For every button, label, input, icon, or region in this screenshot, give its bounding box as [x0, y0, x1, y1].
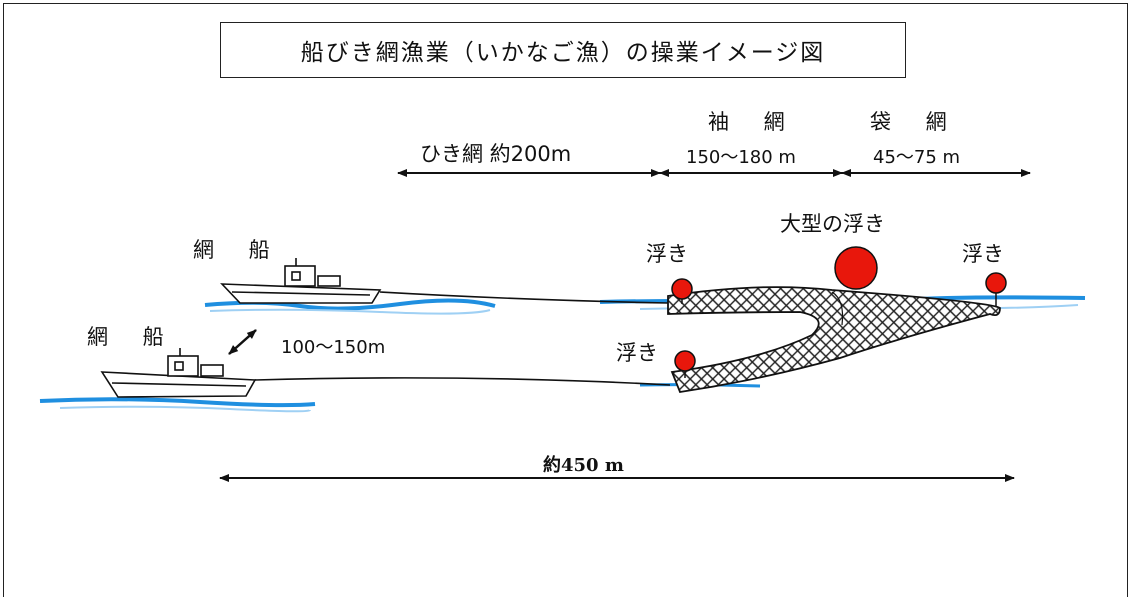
net-icon — [667, 286, 1001, 393]
title-box: 船びき網漁業（いかなご漁）の操業イメージ図 — [220, 22, 906, 78]
tow-ropes — [254, 291, 671, 386]
float-icon-large — [834, 246, 878, 290]
upper-tow-rope — [379, 291, 669, 304]
total-length-label: 約450 m — [543, 455, 624, 476]
cod-end-label: 袋 網 — [870, 110, 961, 134]
wing-net-length: 150〜180 m — [686, 147, 796, 168]
wing-net-label: 袖 網 — [708, 110, 799, 134]
lower-tow-rope — [254, 377, 671, 386]
boat-spacing-label: 100〜150m — [281, 337, 386, 358]
large-float-label: 大型の浮き — [780, 212, 885, 236]
float-icon-lower-left — [674, 350, 696, 372]
net-boat-label-upper: 網 船 — [193, 238, 284, 262]
float-label-lower: 浮き — [616, 341, 658, 365]
tow-rope-label: ひき網 約200m — [420, 142, 572, 166]
dimension-arrows — [219, 169, 1031, 482]
float-label-right: 浮き — [962, 242, 1004, 266]
net-boat-label-lower: 網 船 — [87, 325, 178, 349]
float-icon-right — [985, 272, 1007, 294]
float-label-upper: 浮き — [646, 242, 688, 266]
outer-frame — [3, 3, 1128, 597]
float-icon-upper-left — [671, 278, 693, 300]
float-icons — [671, 246, 1007, 378]
diagram-title: 船びき網漁業（いかなご漁）の操業イメージ図 — [300, 40, 826, 66]
cod-end-length: 45〜75 m — [873, 147, 961, 168]
boat-icon-upper — [220, 258, 382, 304]
boat-spacing-arrow — [228, 329, 257, 355]
boat-icon-lower — [100, 348, 257, 398]
